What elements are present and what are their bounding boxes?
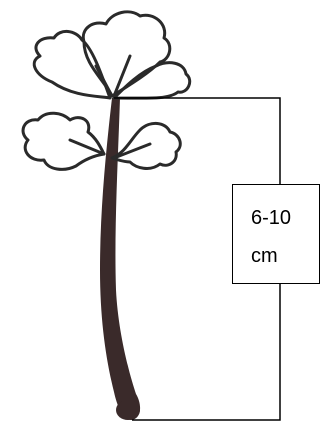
right-leaf (112, 123, 180, 168)
top-center-leaf (83, 12, 169, 96)
top-left-leaf (34, 31, 110, 98)
measurement-value: 6-10 (251, 199, 319, 237)
stem-base (116, 400, 140, 420)
measurement-label: 6-10 cm (232, 184, 320, 284)
measurement-unit: cm (251, 237, 319, 275)
seedling-stem (100, 98, 140, 420)
left-leaf (23, 113, 104, 169)
top-leaf-cluster (34, 12, 189, 98)
